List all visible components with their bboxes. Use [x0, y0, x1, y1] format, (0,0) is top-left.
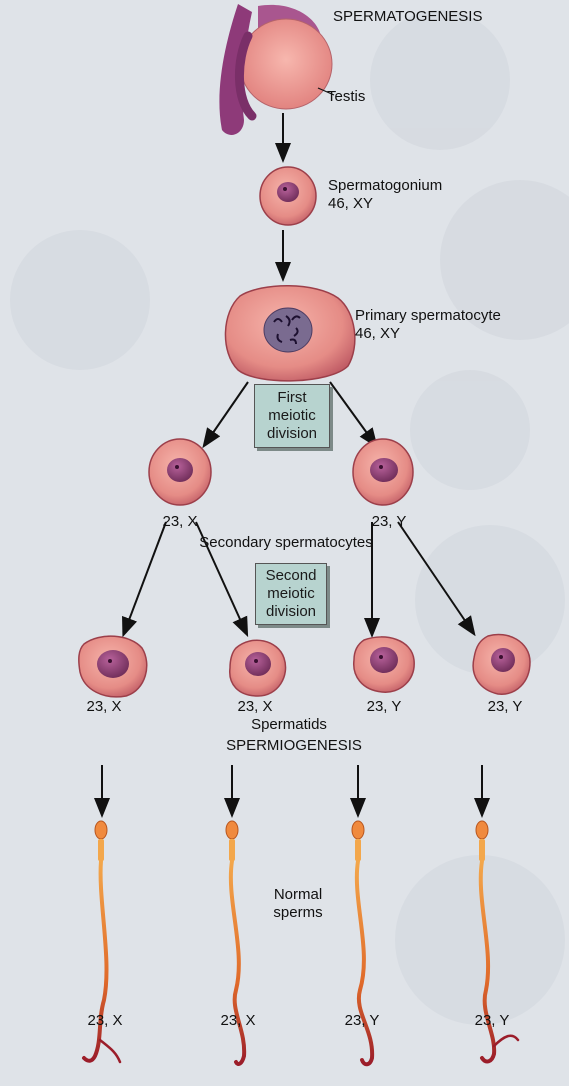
spermatogonium-karyotype: 46, XY: [328, 195, 374, 212]
spermatids-caption: Spermatids: [251, 716, 327, 733]
secondary-left-karyotype: 23, X: [162, 513, 198, 530]
sperm-4-karyotype: 23, Y: [474, 1012, 510, 1029]
secondary-spermatocyte-left: [148, 438, 212, 506]
secondary-spermatocyte-right: [352, 438, 414, 506]
first-division-line-1: First: [277, 389, 307, 406]
sperm-3-karyotype: 23, Y: [344, 1012, 380, 1029]
primary-spermatocyte-karyotype: 46, XY: [355, 325, 401, 342]
spermiogenesis-title: SPERMIOGENESIS: [226, 737, 362, 754]
spermatogonium-label: Spermatogonium: [328, 177, 443, 194]
spermatid-3-karyotype: 23, Y: [366, 698, 402, 715]
second-division-line-3: division: [265, 603, 317, 620]
chromosomes: [273, 315, 301, 345]
second-meiotic-division-box: Second meiotic division: [255, 563, 327, 625]
spermatogonium-cell: [259, 166, 317, 226]
spermatid-1-karyotype: 23, X: [86, 698, 122, 715]
spermatid-2: [229, 639, 287, 697]
arrows: [94, 113, 490, 818]
arrow-to-spermatid-4: [397, 521, 476, 637]
second-division-line-1: Second: [265, 567, 317, 584]
sperm-2-karyotype: 23, X: [220, 1012, 256, 1029]
spermatid-4-karyotype: 23, Y: [487, 698, 523, 715]
background-page: [10, 10, 569, 1025]
spermatid-1: [78, 635, 148, 698]
spermatid-2-karyotype: 23, X: [237, 698, 273, 715]
normal-sperms-caption-1: Normal: [273, 886, 323, 903]
arrow-to-spermatid-2: [195, 521, 249, 638]
spermatid-4: [472, 633, 531, 695]
arrow-primary-to-right: [329, 381, 378, 449]
first-meiotic-division-box: First meiotic division: [254, 384, 330, 448]
arrow-primary-to-left: [202, 381, 249, 449]
sperm-3: [351, 820, 375, 1067]
arrow-to-spermatid-1: [122, 521, 167, 638]
spermatid-3: [353, 636, 415, 693]
primary-spermatocyte-cell: [224, 285, 356, 382]
secondary-right-karyotype: 23, Y: [371, 513, 407, 530]
diagram-title: SPERMATOGENESIS: [333, 8, 483, 25]
primary-spermatocyte-label: Primary spermatocyte: [355, 307, 501, 324]
second-division-line-2: meiotic: [267, 585, 315, 602]
sperm-4: [475, 820, 520, 1064]
testis-label: Testis: [327, 88, 366, 105]
first-division-line-3: division: [266, 425, 318, 442]
sperm-1: [82, 820, 122, 1064]
sperm-1-karyotype: 23, X: [87, 1012, 123, 1029]
testis-illustration: [219, 4, 335, 135]
sperm-2: [225, 820, 247, 1066]
normal-sperms-caption-2: sperms: [273, 904, 323, 921]
secondary-spermatocytes-caption: Secondary spermatocytes: [199, 534, 373, 551]
first-division-line-2: meiotic: [268, 407, 316, 424]
testis-leader-line: [317, 87, 335, 96]
